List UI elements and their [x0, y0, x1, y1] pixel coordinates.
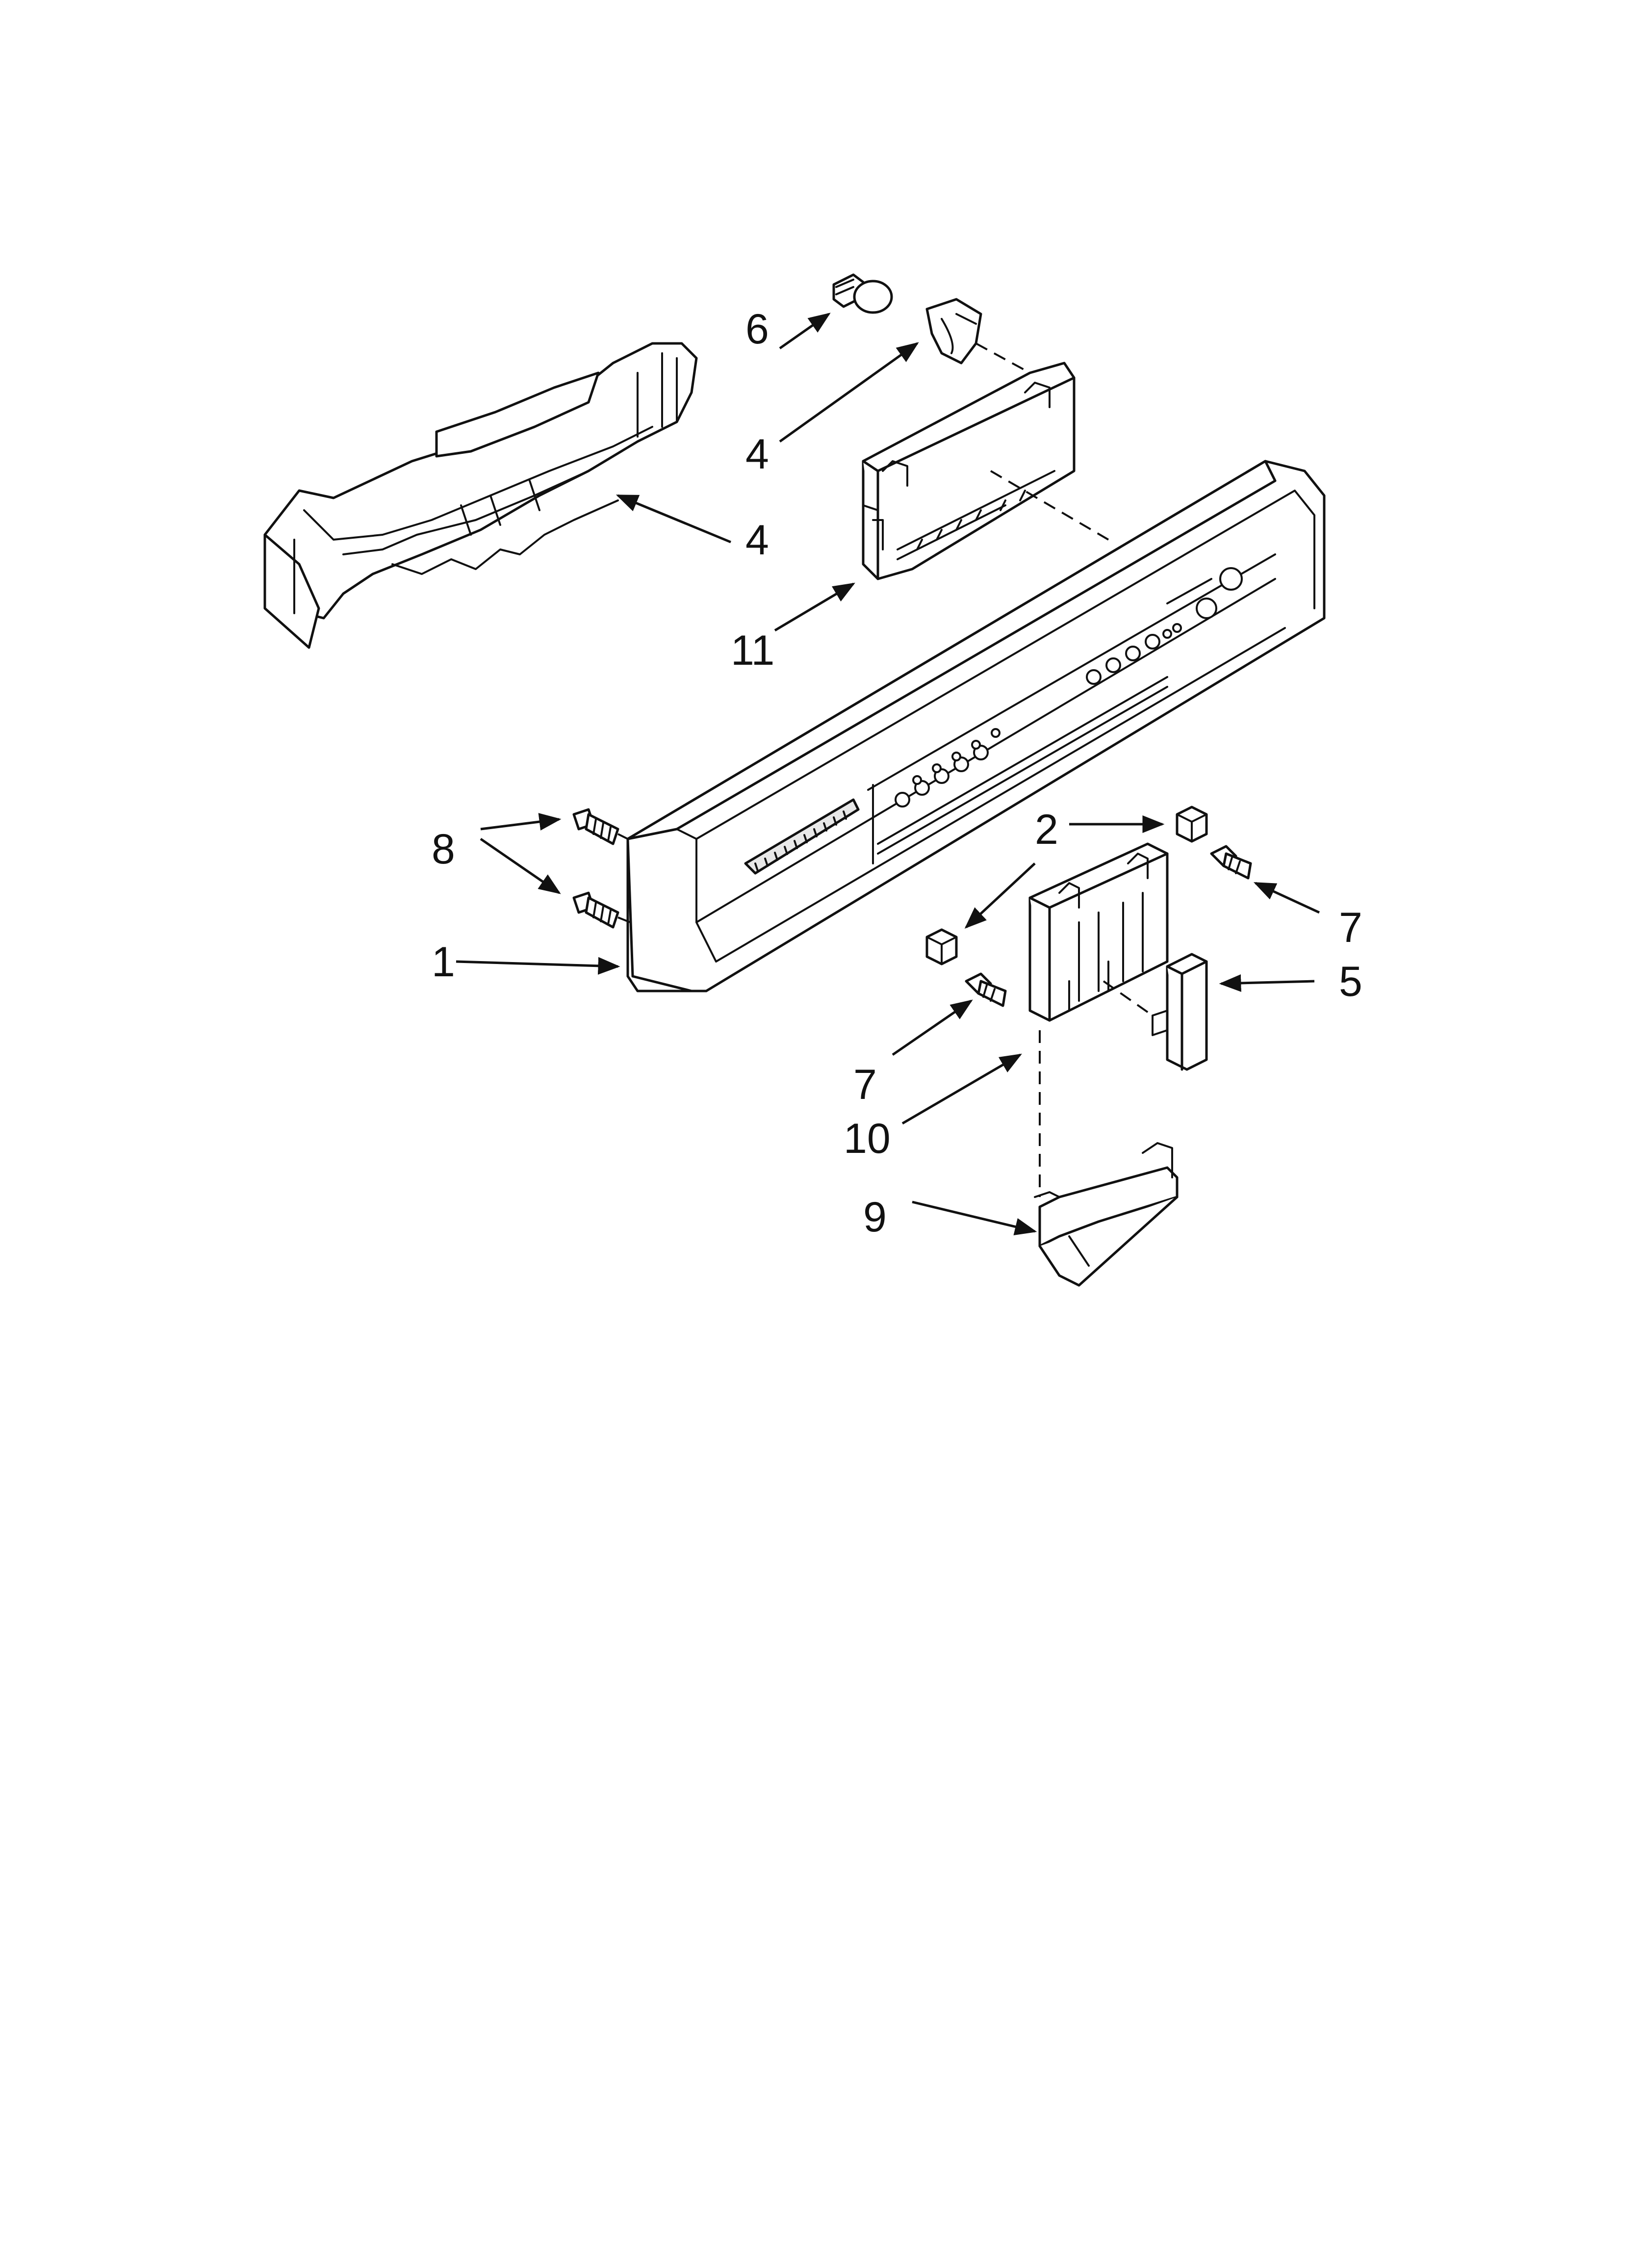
part-11-control-board	[862, 362, 1076, 580]
leader-lines	[456, 313, 1320, 1236]
alignment-line-clip	[975, 342, 1030, 374]
callout-4: 4	[745, 517, 769, 564]
alignment-line-board	[990, 470, 1109, 541]
part-2-clips	[925, 806, 1208, 965]
callout-7-left: 7	[853, 1061, 877, 1108]
callout-1: 1	[432, 938, 455, 986]
callout-6: 6	[745, 306, 769, 353]
part-10-bracket	[1028, 842, 1169, 1022]
part-5-side-bracket	[1103, 953, 1208, 1071]
part-9-base-bracket	[1034, 1030, 1179, 1287]
callout-10: 10	[844, 1115, 891, 1162]
callout-labels: 6 4 4 11 8 1 2 7 5 7 10 9	[432, 306, 1362, 1241]
part-1-control-panel	[626, 460, 1326, 992]
callout-8: 8	[432, 826, 455, 873]
callout-9: 9	[863, 1194, 887, 1241]
part-8-screws	[572, 808, 631, 929]
part-6-sensor	[832, 273, 893, 314]
callout-2: 2	[1035, 806, 1058, 853]
part-7-screws	[965, 845, 1252, 1007]
callout-11: 11	[731, 627, 774, 674]
part-4-end-cap	[263, 342, 698, 649]
callout-7-right: 7	[1339, 904, 1362, 951]
callout-5: 5	[1339, 958, 1362, 1005]
callout-3: 4	[745, 431, 769, 478]
part-3-clip	[925, 298, 982, 365]
